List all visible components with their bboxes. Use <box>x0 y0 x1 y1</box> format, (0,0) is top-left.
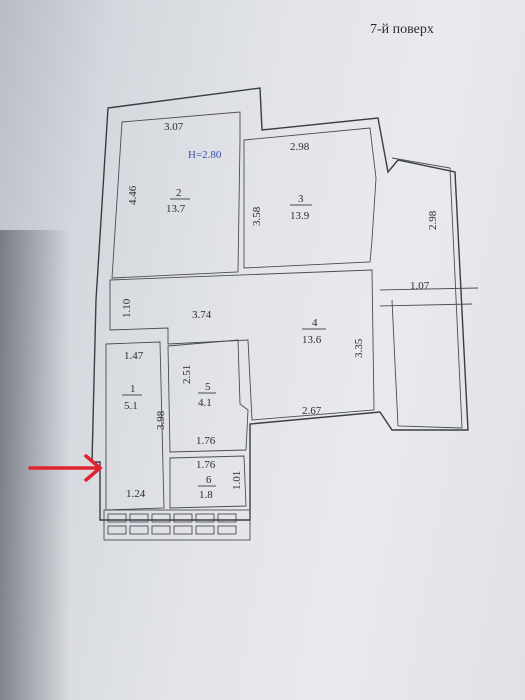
room-5-number: 5 <box>205 381 211 393</box>
entrance-arrow <box>28 454 103 482</box>
room-6-area: 1.8 <box>199 489 213 501</box>
dim-3-35: 3.35 <box>353 338 365 358</box>
strip-cells <box>107 513 237 535</box>
dim-2-98-top: 2.98 <box>290 141 310 153</box>
dim-3-58: 3.58 <box>251 206 263 226</box>
dim-4-46: 4.46 <box>127 185 139 205</box>
room-1-area: 5.1 <box>124 400 138 412</box>
dim-2-98-side: 2.98 <box>427 210 439 230</box>
room-4-outline <box>109 269 375 421</box>
dim-1-01: 1.01 <box>231 471 243 490</box>
room-3-area: 13.9 <box>290 210 310 222</box>
loggia-rail <box>379 287 479 307</box>
room-2-area: 13.7 <box>166 203 186 215</box>
room-6-outline <box>169 455 247 509</box>
dim-1-24: 1.24 <box>126 488 146 500</box>
dim-1-76-a: 1.76 <box>196 435 216 447</box>
room-1-number: 1 <box>130 383 136 395</box>
room-3-outline <box>243 127 377 269</box>
room-4-number: 4 <box>312 317 318 329</box>
hand-shadow <box>0 230 70 700</box>
dim-3-98: 3.98 <box>155 410 167 430</box>
room-5-outline <box>167 339 249 453</box>
room-4-area: 13.6 <box>302 334 322 346</box>
room-2-outline <box>111 111 241 279</box>
floor-label: 7-й поверх <box>370 22 434 37</box>
dim-1-76-b: 1.76 <box>196 459 216 471</box>
dim-3-74: 3.74 <box>192 309 212 321</box>
room-3-number: 3 <box>298 193 304 205</box>
loggia-outline <box>391 157 463 429</box>
outer-wall <box>91 87 469 521</box>
dim-1-07: 1.07 <box>410 280 430 292</box>
height-label: H=2.80 <box>188 149 222 161</box>
dim-1-47: 1.47 <box>124 350 144 362</box>
room-6-number: 6 <box>206 474 212 486</box>
dim-1-10: 1.10 <box>121 298 133 318</box>
room-5-area: 4.1 <box>198 397 212 409</box>
room-2-number: 2 <box>176 187 182 199</box>
bottom-strip <box>103 509 251 541</box>
dim-2-67: 2.67 <box>302 405 322 417</box>
dim-3-07: 3.07 <box>164 121 184 133</box>
room-1-outline <box>105 341 165 511</box>
dim-2-51: 2.51 <box>181 365 193 384</box>
